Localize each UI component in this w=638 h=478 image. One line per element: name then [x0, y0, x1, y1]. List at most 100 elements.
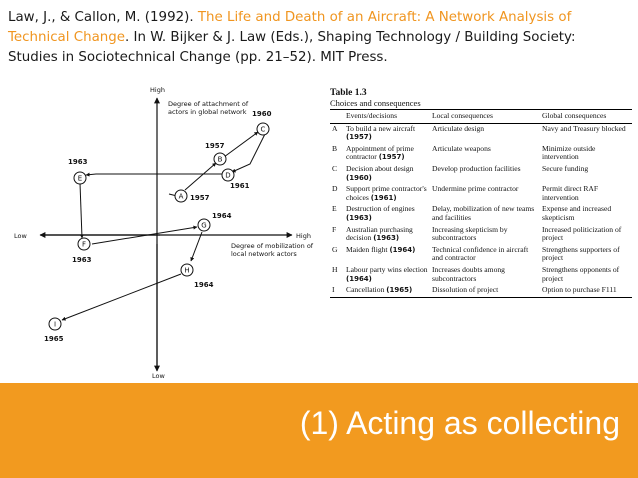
table-title: Table 1.3	[330, 88, 367, 98]
node-D: D	[221, 168, 235, 182]
node-C-label: C	[261, 126, 266, 134]
trajectory-edges	[61, 131, 266, 321]
row-letter: H	[332, 264, 338, 274]
row-letter: D	[332, 184, 338, 194]
node-H-year: 1964	[194, 281, 214, 289]
event-text: Decision about design	[346, 163, 414, 173]
citation-source: . In W. Bijker & J. Law (Eds.), Shaping …	[8, 30, 576, 65]
node-E-year: 1963	[68, 158, 88, 166]
node-E: E	[73, 171, 87, 185]
table-row: D Support prime contractor's choices (196…	[330, 184, 632, 204]
node-B-year: 1957	[205, 142, 225, 150]
row-local: Undermine prime contractor	[432, 184, 519, 194]
event-year-note: (1957)	[378, 153, 405, 162]
node-A: A	[174, 189, 188, 203]
table-body: A To build a new aircraft (1957)Articulat…	[330, 123, 632, 298]
row-global: Strengthens supporters of project	[542, 244, 620, 263]
node-E-label: E	[78, 175, 82, 183]
choices-table: Table 1.3 Choices and consequences Event…	[330, 88, 632, 298]
row-event: Support prime contractor's choices (1961…	[344, 184, 430, 204]
event-year-note: (1964)	[346, 274, 372, 283]
x-axis-label-2: local network actors	[231, 250, 297, 258]
citation-authors: Law, J., & Callon, M. (1992).	[8, 10, 198, 25]
x-axis-label-1: Degree of mobilization of	[231, 242, 314, 250]
row-local: Delay, mobilization of new teams and fac…	[432, 204, 535, 222]
row-letter: F	[332, 224, 337, 234]
node-D-year: 1961	[230, 182, 250, 190]
event-year-note: (1963)	[373, 234, 400, 243]
axis-low-left: Low	[14, 232, 27, 240]
row-global: Navy and Treasury blocked	[542, 123, 626, 133]
row-event: To build a new aircraft (1957)	[344, 123, 430, 144]
event-year-note: (1964)	[389, 245, 416, 254]
node-H-label: H	[184, 267, 189, 275]
row-event: Maiden flight (1964)	[344, 245, 430, 265]
row-local: Increasing skepticism by subcontractors	[432, 224, 508, 243]
y-axis-label-2: actors in global network	[168, 108, 247, 116]
event-text: Destruction of engines	[346, 204, 415, 214]
row-event: Decision about design (1960)	[344, 164, 430, 184]
node-I-year: 1965	[44, 335, 64, 343]
event-text: Australian purchasing decision	[346, 224, 413, 243]
event-text: Labour party wins election	[346, 264, 428, 274]
node-F-year: 1963	[72, 256, 92, 264]
node-G-label: G	[201, 222, 206, 230]
node-B: B	[213, 152, 227, 166]
event-text: Maiden flight	[346, 244, 388, 254]
row-global: Secure funding	[542, 163, 589, 173]
event-year-note: (1963)	[346, 213, 372, 222]
row-global: Minimize outside intervention	[542, 143, 596, 162]
event-text: Appointment of prime contractor	[346, 143, 414, 162]
row-event: Appointment of prime contractor (1957)	[344, 144, 430, 164]
node-F-label: F	[82, 241, 86, 249]
row-letter: I	[330, 285, 344, 298]
node-F: F	[77, 237, 91, 251]
event-text: Cancellation	[346, 285, 385, 295]
axis-low-bottom: Low	[152, 372, 165, 380]
citation-text: Law, J., & Callon, M. (1992). The Life a…	[8, 8, 628, 68]
row-local: Articulate design	[432, 123, 485, 133]
node-I: I	[48, 317, 62, 331]
row-event: Cancellation (1965)	[344, 285, 430, 298]
event-year-note: (1961)	[370, 193, 397, 202]
table-row: F Australian purchasing decision (1963) In…	[330, 225, 632, 245]
event-year-note: (1965)	[386, 286, 413, 295]
table-row: A To build a new aircraft (1957)Articulat…	[330, 123, 632, 144]
row-local: Develop production facilities	[432, 163, 521, 173]
row-event: Destruction of engines (1963)	[344, 204, 430, 224]
citation-title-highlight: The Life and Death of an Aircraft: A Net…	[8, 10, 572, 45]
y-axis-label-1: Degree of attachment of	[168, 100, 249, 108]
event-year-note: (1960)	[346, 173, 372, 182]
banner-heading: (1) Acting as collecting	[299, 405, 620, 441]
table-header-row: Events/decisions Local consequences Glob…	[330, 110, 632, 124]
node-H: H	[180, 263, 194, 277]
row-global: Expense and increased skepticism	[542, 204, 612, 222]
node-G-year: 1964	[212, 212, 232, 220]
row-letter: A	[332, 123, 338, 133]
node-C: C	[256, 122, 270, 136]
network-graph: High Low Low High Degree of attachment o…	[14, 86, 314, 380]
row-local: Dissolution of project	[430, 285, 540, 298]
row-letter: G	[332, 244, 338, 254]
row-letter: C	[332, 163, 338, 173]
row-global: Increased politicization of project	[542, 224, 622, 243]
row-global: Strengthens opponents of project	[542, 264, 620, 283]
row-local: Articulate weapons	[432, 143, 491, 153]
axis-high-right: High	[296, 232, 311, 240]
header-events: Events/decisions	[344, 110, 430, 124]
header-global: Global consequences	[540, 110, 632, 124]
node-C-year: 1960	[252, 110, 272, 118]
node-A-label: A	[179, 193, 184, 201]
row-global: Permit direct RAF intervention	[542, 184, 599, 202]
section-banner: (1) Acting as collecting	[0, 383, 638, 478]
header-local: Local consequences	[430, 110, 540, 124]
row-local: Increases doubts among subcontractors	[432, 264, 505, 283]
event-text: Support prime contractor's choices	[346, 184, 427, 202]
table-subtitle: Choices and consequences	[330, 98, 632, 110]
row-event: Labour party wins election (1964)	[344, 265, 430, 285]
row-letter: B	[332, 143, 338, 153]
